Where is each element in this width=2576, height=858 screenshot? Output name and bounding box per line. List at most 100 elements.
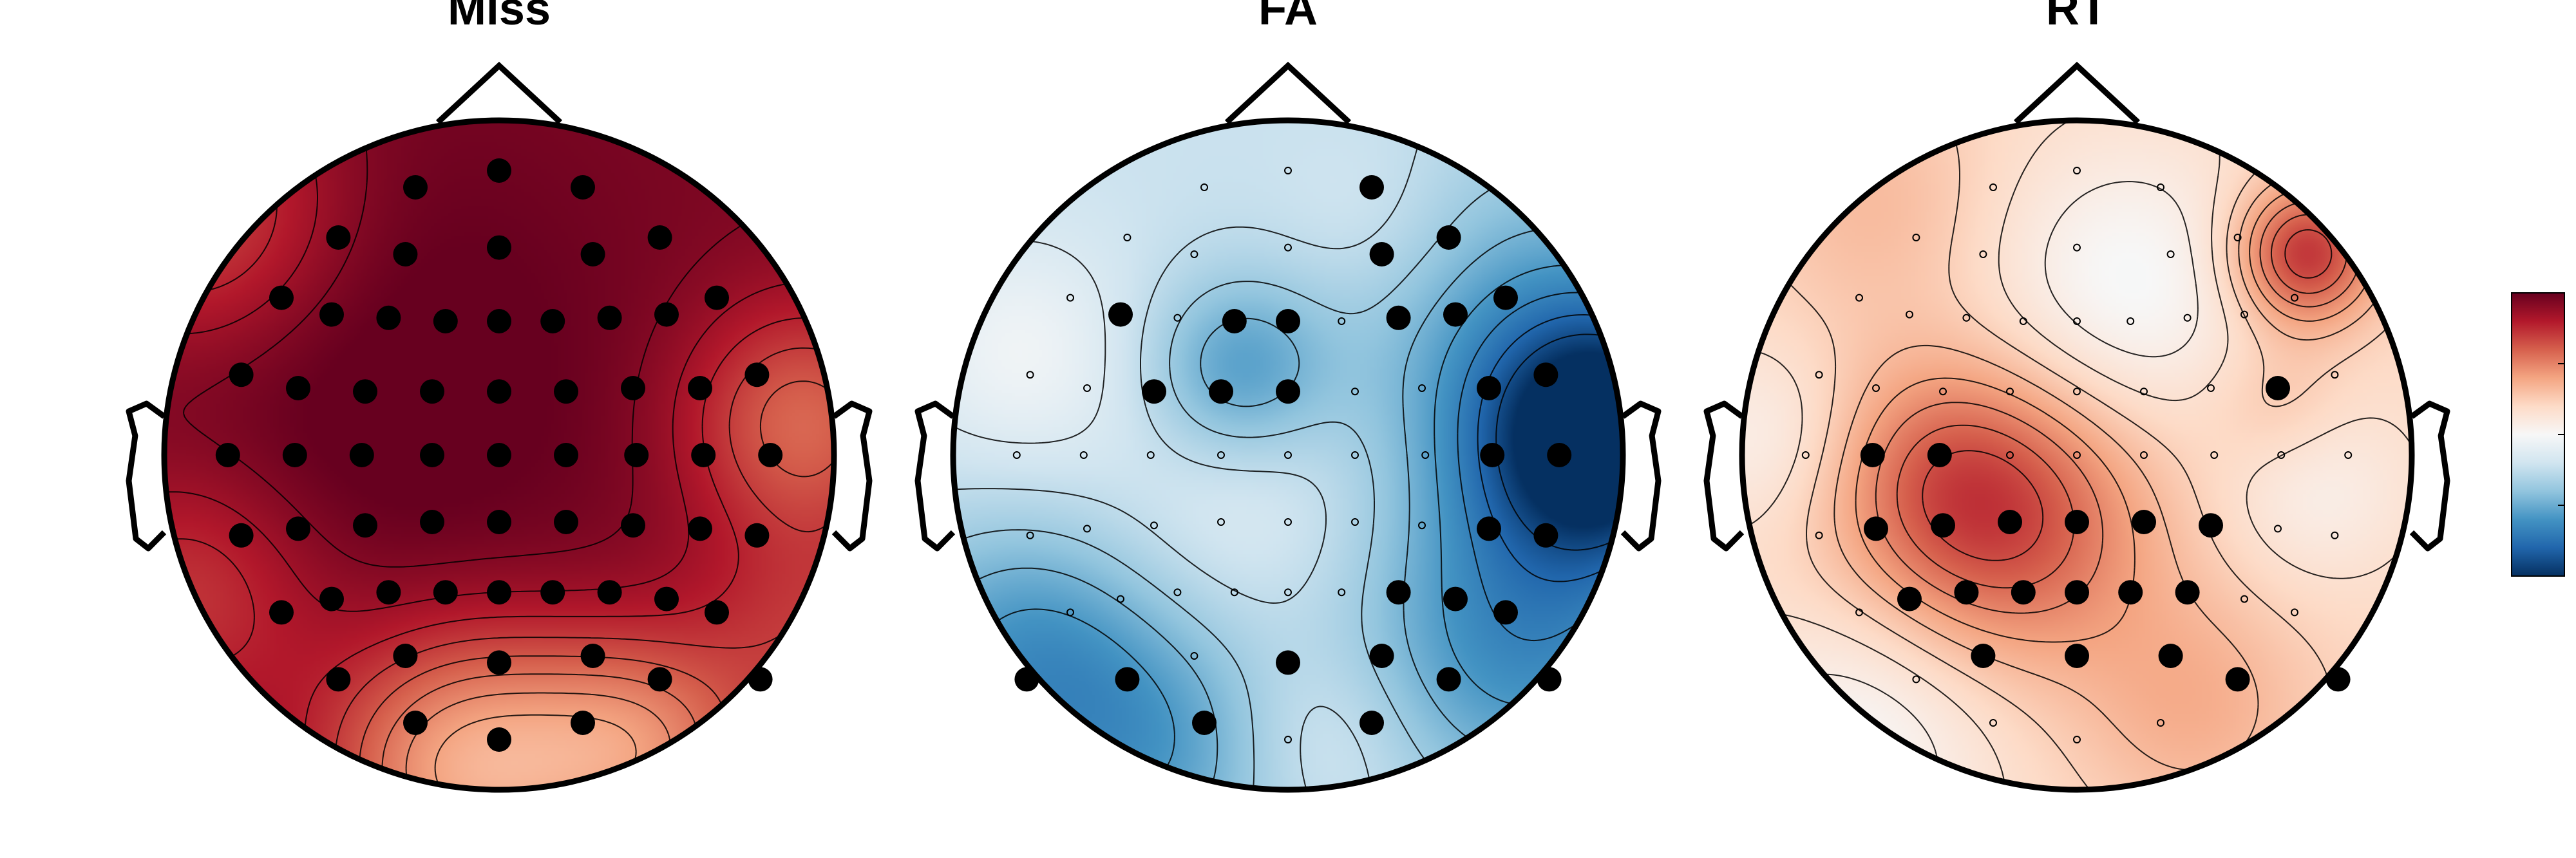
right-ear-outline [831,400,873,552]
significant-electrode-marker [487,580,511,605]
significant-electrode-marker [229,362,254,387]
significant-electrode-marker [326,667,351,692]
significant-electrode-marker [1480,443,1505,467]
significant-electrode-marker [1359,175,1384,200]
significant-electrode-marker [1533,523,1558,548]
significant-electrode-marker [621,513,645,538]
significant-electrode-marker [1209,379,1233,404]
left-ear-outline [126,400,167,552]
electrode-marker [1146,451,1155,459]
electrode-marker [1418,384,1426,392]
significant-electrode-marker [1443,302,1468,327]
significant-electrode-marker [688,376,712,400]
significant-electrode-marker [1386,580,1411,605]
significant-electrode-marker [1108,302,1133,327]
electrode-marker [2073,317,2081,325]
significant-electrode-marker [433,580,458,605]
significant-electrode-marker [758,443,783,467]
significant-electrode-marker [1369,644,1394,668]
significant-electrode-marker [2199,513,2223,538]
heatmap-field [953,120,1623,790]
significant-electrode-marker [540,580,565,605]
significant-electrode-marker [2065,510,2089,534]
significant-electrode-marker [487,727,511,752]
significant-electrode-marker [580,644,605,668]
significant-electrode-marker [1931,513,1955,538]
significant-electrode-marker [691,443,716,467]
significant-electrode-marker [571,175,595,200]
electrode-marker [1173,588,1182,597]
significant-electrode-marker [286,516,310,541]
significant-electrode-marker [688,516,712,541]
electrode-marker [1351,387,1359,396]
significant-electrode-marker [1014,667,1039,692]
electrode-marker [2019,317,2027,325]
significant-electrode-marker [624,443,649,467]
significant-electrode-marker [744,523,770,548]
electrode-marker [1284,588,1292,597]
significant-electrode-marker [376,580,401,605]
electrode-marker [1912,234,1920,241]
significant-electrode-marker [2118,580,2143,605]
significant-electrode-marker [2158,644,2183,668]
significant-electrode-marker [540,309,565,333]
electrode-marker [1173,313,1182,322]
electrode-marker [2331,371,2339,379]
topomap-panel-miss: Miss [126,0,873,793]
significant-electrode-marker [269,600,294,625]
significant-electrode-marker [1276,379,1300,404]
electrode-marker [1815,371,1823,379]
significant-electrode-marker [229,523,254,548]
electrode-marker [1912,675,1920,684]
electrode-marker [1079,451,1088,459]
significant-electrode-marker [269,285,294,310]
significant-electrode-marker [353,379,377,404]
panel-title-rt: RT [2046,0,2108,35]
significant-electrode-marker [1493,600,1518,625]
significant-electrode-marker [403,711,428,735]
significant-electrode-marker [1477,516,1501,541]
electrode-marker [2291,608,2298,617]
significant-electrode-marker [654,302,679,327]
significant-electrode-marker [403,175,428,200]
electrode-marker [1939,387,1947,396]
significant-electrode-marker [319,586,344,611]
significant-electrode-marker [2065,580,2089,605]
significant-electrode-marker [621,376,645,400]
significant-electrode-marker [2011,580,2036,605]
significant-electrode-marker [1443,586,1468,611]
significant-electrode-marker [1537,667,1562,692]
topomap-panel-rt: RT [1703,0,2450,793]
electrode-marker [1421,451,1430,459]
heatmap-field [1742,120,2412,790]
significant-electrode-marker [647,225,672,250]
panel-title-miss: Miss [448,0,551,35]
significant-electrode-marker [580,242,605,266]
electrode-marker [1815,531,1823,539]
electrode-marker [1962,313,1971,322]
electrode-marker [1979,250,1987,258]
significant-electrode-marker [376,305,401,330]
significant-electrode-marker [1533,362,1558,387]
significant-electrode-marker [487,309,511,333]
electrode-marker [2073,451,2081,459]
nose-outline [435,61,563,125]
significant-electrode-marker [1142,379,1166,404]
electrode-marker [1230,588,1238,597]
nose-outline [2013,61,2141,125]
significant-electrode-marker [282,443,307,467]
significant-electrode-marker [1954,580,1979,605]
significant-electrode-marker [215,443,240,467]
significant-electrode-marker [420,510,444,534]
significant-electrode-marker [1359,711,1384,735]
electrode-marker [2183,313,2192,322]
electrode-marker [1418,521,1426,530]
colorbar-gradient [2511,292,2565,577]
significant-electrode-marker [319,302,344,327]
significant-electrode-marker [420,443,444,467]
significant-electrode-marker [1436,667,1461,692]
significant-electrode-marker [349,443,374,467]
electrode-marker [1801,451,1810,459]
significant-electrode-marker [1369,242,1394,266]
